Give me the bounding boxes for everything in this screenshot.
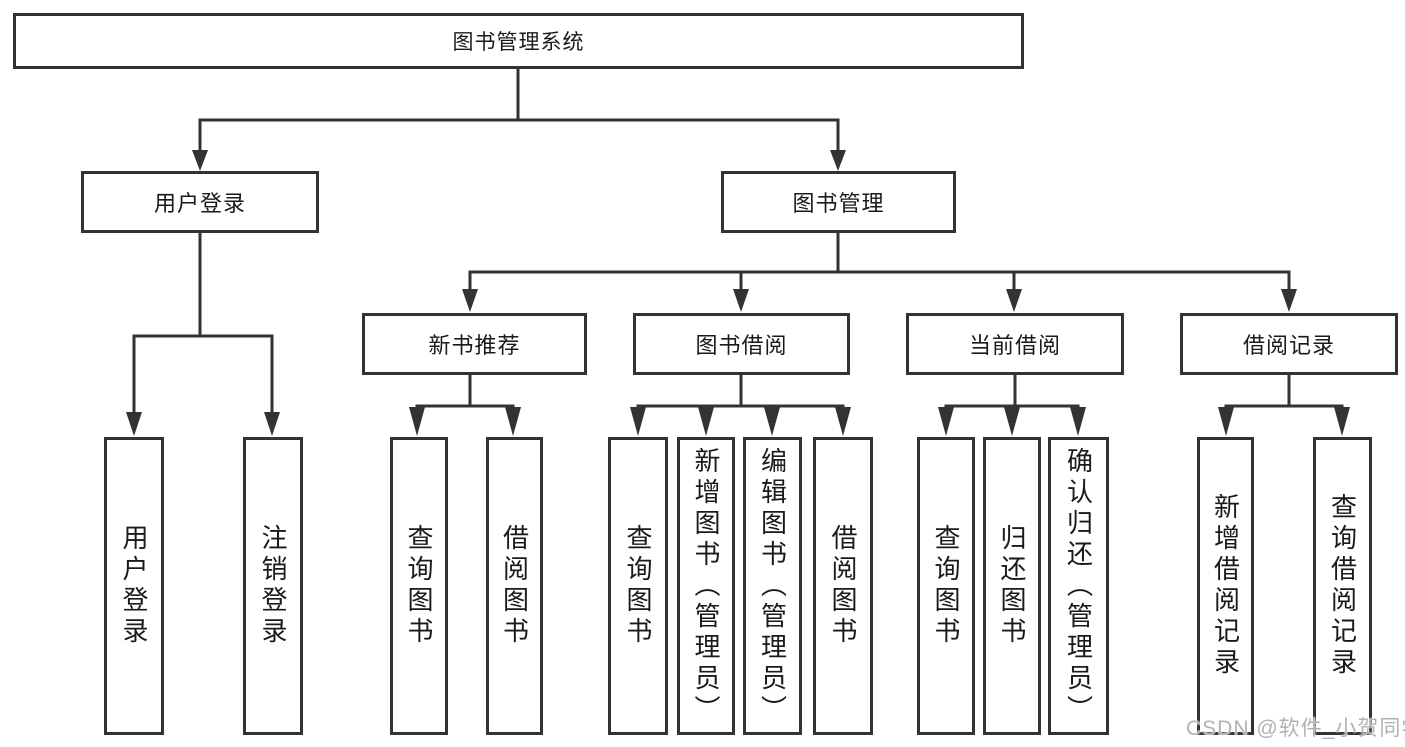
leaf-query-books-recommend: 查询图书 — [390, 437, 448, 735]
leaf-add-books-admin: 新增图书（管理员） — [677, 437, 735, 735]
node-current-borrowing: 当前借阅 — [906, 313, 1124, 375]
leaf-borrow-books-recommend-label: 借阅图书 — [499, 524, 530, 648]
leaf-edit-books-admin: 编辑图书（管理员） — [743, 437, 802, 735]
leaf-confirm-return-admin-label: 确认归还（管理员） — [1063, 446, 1094, 726]
node-library-system-label: 图书管理系统 — [452, 31, 585, 54]
node-new-book-recommendation: 新书推荐 — [362, 313, 587, 375]
leaf-query-books-recommend-label: 查询图书 — [404, 524, 434, 648]
node-current-borrowing-label: 当前借阅 — [968, 333, 1061, 358]
leaf-query-books-borrowing: 查询图书 — [608, 437, 668, 735]
leaf-confirm-return-admin: 确认归还（管理员） — [1048, 437, 1109, 735]
node-user-login-label: 用户登录 — [153, 191, 246, 216]
leaf-borrow-books-borrowing-label: 借阅图书 — [828, 524, 858, 648]
leaf-add-borrow-record: 新增借阅记录 — [1197, 437, 1254, 735]
node-library-system: 图书管理系统 — [13, 13, 1024, 69]
node-book-management: 图书管理 — [721, 171, 956, 233]
node-book-management-label: 图书管理 — [792, 191, 885, 216]
node-borrowing-records: 借阅记录 — [1180, 313, 1398, 375]
leaf-logout-label: 注销登录 — [258, 524, 288, 648]
leaf-query-borrow-record: 查询借阅记录 — [1313, 437, 1372, 735]
leaf-borrow-books-borrowing: 借阅图书 — [813, 437, 873, 735]
leaf-query-books-current: 查询图书 — [917, 437, 975, 735]
node-borrowing-records-label: 借阅记录 — [1242, 333, 1335, 358]
leaf-edit-books-admin-label: 编辑图书（管理员） — [757, 446, 788, 726]
leaf-logout: 注销登录 — [243, 437, 303, 735]
watermark: CSDN @软件_小贺同学 — [1186, 717, 1405, 740]
node-user-login: 用户登录 — [81, 171, 319, 233]
node-book-borrowing-label: 图书借阅 — [695, 333, 788, 358]
leaf-borrow-books-recommend: 借阅图书 — [486, 437, 543, 735]
leaf-return-books-label: 归还图书 — [997, 524, 1027, 648]
leaf-add-books-admin-label: 新增图书（管理员） — [691, 446, 721, 726]
leaf-query-borrow-record-label: 查询借阅记录 — [1327, 493, 1358, 679]
node-book-borrowing: 图书借阅 — [633, 313, 850, 375]
leaf-query-books-current-label: 查询图书 — [931, 524, 961, 648]
leaf-user-login-label: 用户登录 — [119, 524, 149, 648]
leaf-add-borrow-record-label: 新增借阅记录 — [1210, 493, 1241, 679]
node-new-book-recommendation-label: 新书推荐 — [428, 333, 521, 358]
leaf-user-login: 用户登录 — [104, 437, 164, 735]
leaf-return-books: 归还图书 — [983, 437, 1041, 735]
leaf-query-books-borrowing-label: 查询图书 — [623, 524, 653, 648]
